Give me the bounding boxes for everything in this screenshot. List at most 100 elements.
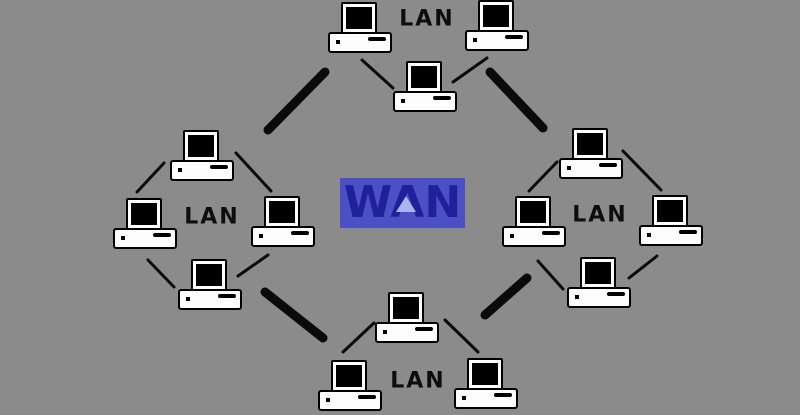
disk-slot xyxy=(542,231,560,235)
power-led-dot xyxy=(336,40,340,44)
disk-slot xyxy=(368,37,386,41)
computer-icon xyxy=(465,0,529,51)
computer-icon xyxy=(251,196,315,247)
computer-screen xyxy=(346,7,372,29)
lan-link-line xyxy=(443,318,480,354)
lan-label: LAN xyxy=(390,368,446,394)
computer-icon xyxy=(318,360,382,411)
computer-icon xyxy=(170,130,234,181)
computer-screen xyxy=(483,5,509,27)
computer-base xyxy=(375,322,439,343)
lan-link-line xyxy=(360,58,395,90)
disk-slot xyxy=(494,393,512,397)
computer-monitor xyxy=(572,128,608,160)
computer-base xyxy=(178,289,242,310)
computer-icon xyxy=(559,128,623,179)
power-led-dot xyxy=(567,166,571,170)
computer-monitor xyxy=(126,198,162,230)
power-led-dot xyxy=(473,38,477,42)
computer-screen xyxy=(188,135,214,157)
computer-monitor xyxy=(191,259,227,291)
computer-icon xyxy=(375,292,439,343)
wan-link-line xyxy=(480,273,532,320)
computer-base xyxy=(465,30,529,51)
computer-base xyxy=(454,388,518,409)
computer-screen xyxy=(577,133,603,155)
computer-screen xyxy=(336,365,362,387)
computer-screen xyxy=(520,201,546,223)
computer-icon xyxy=(567,257,631,308)
disk-slot xyxy=(218,294,236,298)
computer-monitor xyxy=(183,130,219,162)
disk-slot xyxy=(505,35,523,39)
power-led-dot xyxy=(647,233,651,237)
power-led-dot xyxy=(326,398,330,402)
lan-link-line xyxy=(341,321,376,354)
wan-a-counter-triangle xyxy=(396,196,416,212)
computer-monitor xyxy=(264,196,300,228)
wan-link-line xyxy=(260,287,328,343)
power-led-dot xyxy=(575,295,579,299)
computer-screen xyxy=(196,264,222,286)
lan-link-line xyxy=(135,161,166,194)
computer-screen xyxy=(269,201,295,223)
computer-icon xyxy=(113,198,177,249)
computer-base xyxy=(251,226,315,247)
computer-monitor xyxy=(652,195,688,227)
computer-screen xyxy=(411,66,437,88)
lan-link-line xyxy=(627,254,659,280)
computer-monitor xyxy=(406,61,442,93)
computer-monitor xyxy=(580,257,616,289)
computer-icon xyxy=(639,195,703,246)
lan-link-line xyxy=(236,253,270,278)
computer-icon xyxy=(178,259,242,310)
computer-base xyxy=(113,228,177,249)
computer-screen xyxy=(393,297,419,319)
computer-base xyxy=(567,287,631,308)
computer-icon xyxy=(328,2,392,53)
computer-monitor xyxy=(515,196,551,228)
computer-base xyxy=(639,225,703,246)
disk-slot xyxy=(415,327,433,331)
computer-monitor xyxy=(388,292,424,324)
computer-screen xyxy=(472,363,498,385)
power-led-dot xyxy=(259,234,263,238)
computer-monitor xyxy=(341,2,377,34)
disk-slot xyxy=(607,292,625,296)
computer-icon xyxy=(393,61,457,112)
wan-link-line xyxy=(263,67,330,135)
lan-label: LAN xyxy=(399,6,455,32)
disk-slot xyxy=(358,395,376,399)
lan-link-line xyxy=(146,258,176,289)
computer-base xyxy=(318,390,382,411)
power-led-dot xyxy=(401,99,405,103)
computer-base xyxy=(170,160,234,181)
computer-base xyxy=(328,32,392,53)
computer-screen xyxy=(131,203,157,225)
computer-icon xyxy=(454,358,518,409)
wan-link-line xyxy=(485,67,548,133)
power-led-dot xyxy=(121,236,125,240)
wan-box: WAN xyxy=(340,178,465,228)
power-led-dot xyxy=(510,234,514,238)
power-led-dot xyxy=(186,297,190,301)
computer-base xyxy=(393,91,457,112)
disk-slot xyxy=(599,163,617,167)
computer-monitor xyxy=(478,0,514,32)
lan-label: LAN xyxy=(184,204,240,230)
lan-link-line xyxy=(527,160,559,193)
computer-base xyxy=(559,158,623,179)
disk-slot xyxy=(210,165,228,169)
computer-base xyxy=(502,226,566,247)
disk-slot xyxy=(433,96,451,100)
lan-link-line xyxy=(621,149,663,192)
disk-slot xyxy=(153,233,171,237)
computer-icon xyxy=(502,196,566,247)
lan-link-line xyxy=(451,56,489,84)
power-led-dot xyxy=(383,330,387,334)
disk-slot xyxy=(291,231,309,235)
computer-screen xyxy=(657,200,683,222)
lan-link-line xyxy=(536,259,565,291)
